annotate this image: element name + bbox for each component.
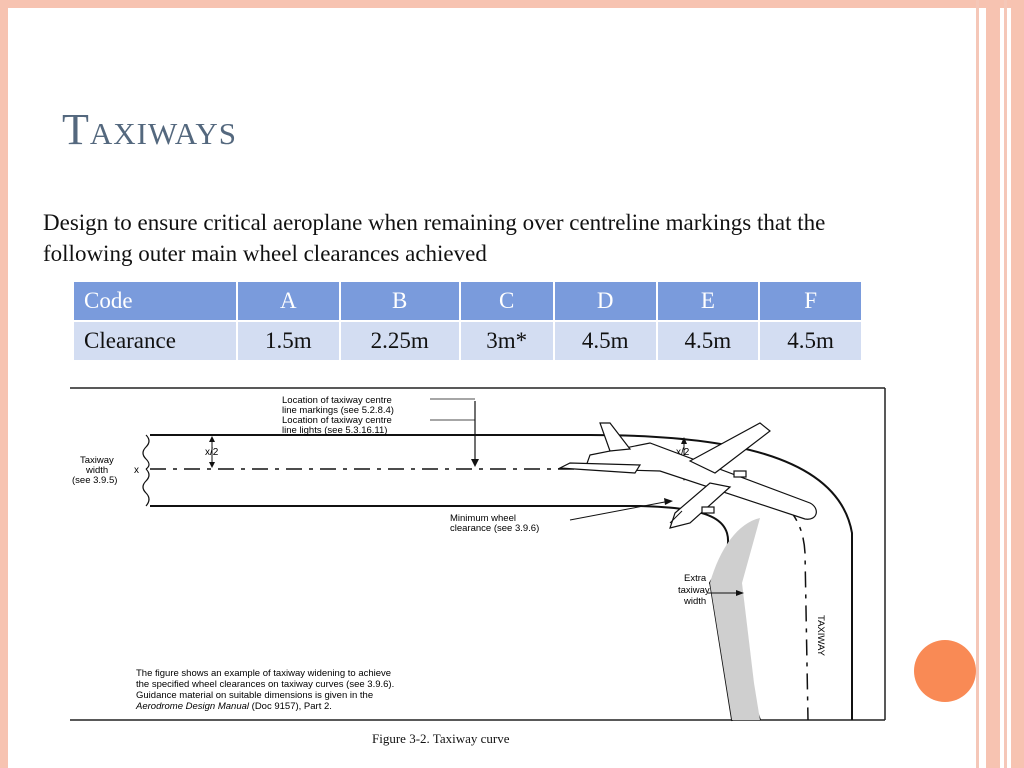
decorative-orange-circle	[914, 640, 976, 702]
slide-title: Taxiways	[62, 105, 237, 154]
right-decorative-bars	[976, 0, 1024, 768]
header-f: F	[758, 280, 863, 322]
label-extra-width: width	[683, 596, 706, 607]
cell-clearance-label: Clearance	[72, 320, 238, 362]
table-row: Clearance 1.5m 2.25m 3m* 4.5m 4.5m 4.5m	[72, 320, 863, 362]
label-extra: Extra	[684, 573, 707, 584]
label-taxiway-width: Taxiway	[80, 455, 114, 466]
label-min-wheel-clearance-ref: clearance (see 3.9.6)	[450, 523, 539, 534]
half-x-label-curve: x/2	[676, 447, 690, 458]
slide-body-text: Design to ensure critical aeroplane when…	[43, 210, 826, 266]
aeroplane-illustration	[557, 422, 817, 529]
clearance-table: Code A B C D E F Clearance 1.5m 2.25m 3m…	[72, 280, 863, 362]
table-header-row: Code A B C D E F	[72, 280, 863, 322]
header-a: A	[236, 280, 341, 322]
label-centreline-markings-ref: line markings (see 5.2.8.4)	[282, 405, 394, 416]
figure-note-line-4: Aerodrome Design Manual (Doc 9157), Part…	[135, 701, 332, 712]
cell-d: 4.5m	[552, 320, 658, 362]
figure-note-line-3: Guidance material on suitable dimensions…	[136, 690, 373, 701]
cell-f: 4.5m	[758, 320, 863, 362]
figure-caption: Figure 3-2. Taxiway curve	[372, 731, 510, 746]
figure-note-line-2: the specified wheel clearances on taxiwa…	[136, 679, 394, 690]
label-extra-taxiway: taxiway	[678, 585, 710, 596]
label-min-wheel-clearance: Minimum wheel	[450, 513, 516, 524]
width-dimension: x x/2	[134, 434, 219, 507]
header-c: C	[458, 280, 555, 322]
label-width-ref: (see 3.9.5)	[72, 475, 117, 486]
header-code: Code	[72, 280, 238, 322]
half-x-label: x/2	[205, 447, 219, 458]
header-d: D	[552, 280, 658, 322]
label-taxiway-vertical: TAXIWAY	[815, 615, 826, 657]
cell-b: 2.25m	[338, 320, 461, 362]
cell-c: 3m*	[458, 320, 555, 362]
extra-width-shading	[710, 518, 760, 720]
x-label: x	[134, 465, 139, 476]
figure-note-line-1: The figure shows an example of taxiway w…	[136, 668, 391, 679]
cell-a: 1.5m	[236, 320, 341, 362]
label-centreline-lights-ref: line lights (see 5.3.16.11)	[282, 425, 387, 436]
header-b: B	[338, 280, 461, 322]
header-e: E	[655, 280, 761, 322]
label-centreline-lights: Location of taxiway centre	[282, 415, 392, 426]
cell-e: 4.5m	[655, 320, 761, 362]
label-centreline-markings: Location of taxiway centre	[282, 395, 392, 406]
label-width: width	[85, 465, 108, 476]
taxiway-curve-figure: x x/2 x/2 Location of taxiway centre lin…	[70, 387, 886, 722]
